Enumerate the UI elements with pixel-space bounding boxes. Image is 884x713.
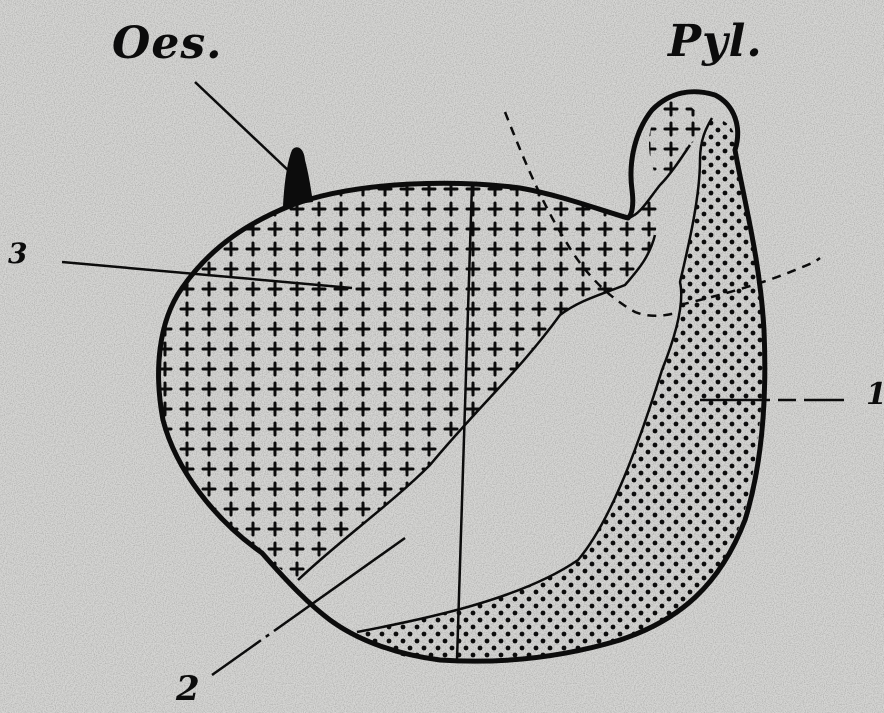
region-1-label: 1 [866, 380, 884, 410]
oesophagus-label: Oes. [112, 22, 222, 66]
region-3-label: 3 [8, 240, 27, 268]
region-2-label: 2 [176, 672, 200, 706]
pylorus-label: Pyl. [668, 20, 763, 64]
